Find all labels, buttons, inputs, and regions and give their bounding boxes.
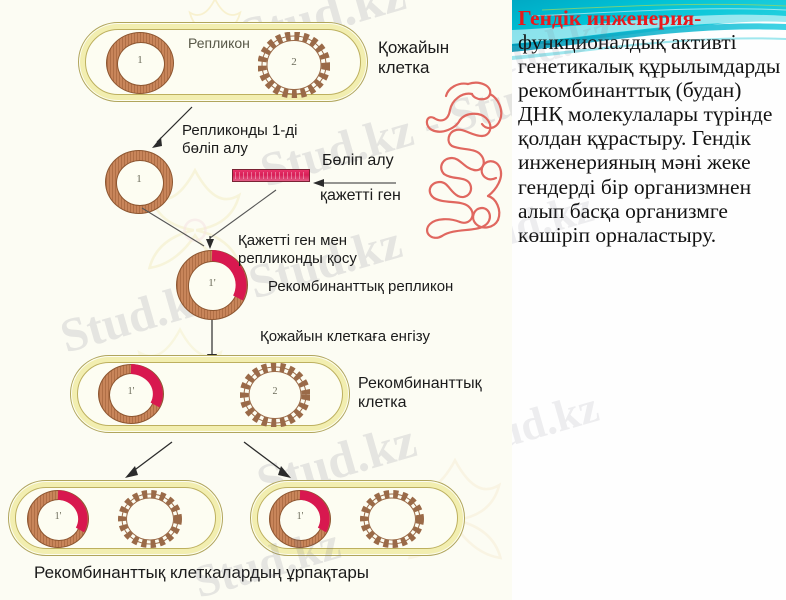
- progeny-right-plasmid-1-insert: [269, 490, 331, 548]
- arrow-isolate-replicon: [148, 104, 198, 150]
- arrow-join-left: [140, 206, 210, 250]
- progeny-right-plasmid-2: [360, 490, 424, 548]
- diagram-panel: Stud.kz Stud.kz - Stud.kz Stud.kz - Stud…: [0, 0, 512, 600]
- watermark-text: Stud.kz: [512, 382, 605, 469]
- label-recombinant-cell: Рекомбинанттық клетка: [358, 375, 482, 411]
- label-recombinant-replicon: Рекомбинанттық репликон: [268, 278, 454, 295]
- isolated-replicon-hole: [116, 160, 164, 206]
- recombinant-cell-plasmid-1-insert: [98, 364, 164, 424]
- description-title: Гендік инженерия-: [518, 6, 702, 30]
- label-host-cell: Қожайын клетка: [378, 38, 450, 78]
- label-isolate-gene: Бөліп алу: [322, 152, 394, 169]
- label-replicon: Репликон: [188, 35, 250, 51]
- arrow-divide-right: [240, 440, 296, 480]
- recombinant-replicon-insert: [176, 250, 248, 320]
- arrow-divide-left: [120, 440, 176, 480]
- tangled-dna-drawing: [412, 78, 512, 248]
- plasmid-ring-1-hole: [117, 42, 165, 86]
- arrow-join-right: [200, 188, 278, 250]
- label-join-gene-replicon: Қажетті ген мен репликонды қосу: [238, 232, 357, 267]
- text-panel: Гендік инженерия-функционалдық активті г…: [512, 0, 786, 600]
- gene-fragment-bar: [232, 169, 310, 182]
- plasmid-ring-2: [258, 32, 330, 98]
- description-body: функционалдық активті генетикалық құрылы…: [518, 30, 781, 247]
- recombinant-cell-plasmid-2: [240, 363, 310, 427]
- decorative-banner: [512, 0, 786, 72]
- genetic-engineering-description: Гендік инженерия-функционалдық активті г…: [518, 6, 784, 247]
- progeny-left-plasmid-1-insert: [27, 490, 89, 548]
- arrow-isolate-gene: [312, 177, 398, 189]
- label-needed-gene: қажетті ген: [320, 187, 401, 204]
- label-isolate-replicon: Репликонды 1-ді бөліп алу: [182, 122, 298, 157]
- label-insert-into-host: Қожайын клеткаға енгізу: [260, 328, 430, 345]
- label-progeny: Рекомбинанттық клеткалардың ұрпақтары: [34, 563, 369, 582]
- progeny-left-plasmid-2: [118, 490, 182, 548]
